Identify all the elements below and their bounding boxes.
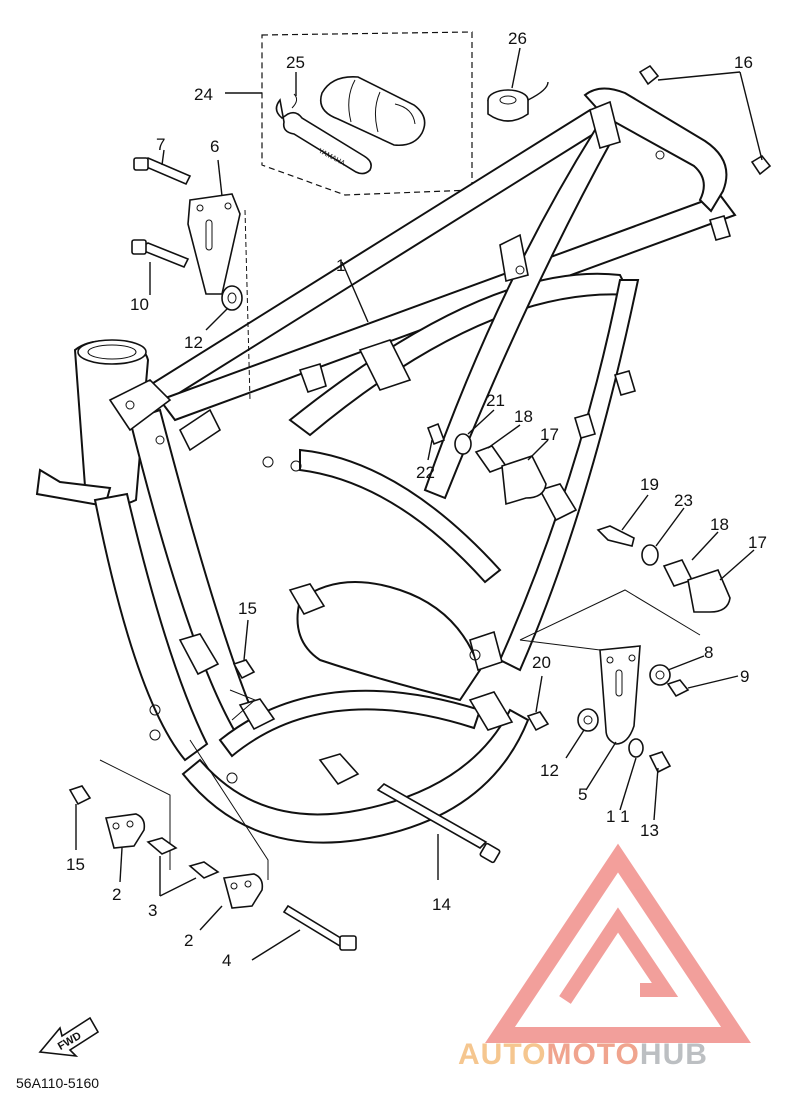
bolt-14 — [376, 783, 501, 880]
watermark-logo: AUTOMOTOHUB — [458, 843, 751, 1071]
label-25: 25 — [286, 53, 305, 72]
label-5: 5 — [578, 785, 587, 804]
label-11: 1 1 — [606, 807, 630, 826]
label-21: 21 — [486, 391, 505, 410]
brand-part-auto: AUTO — [458, 1038, 546, 1071]
bottom-cradle — [181, 708, 530, 844]
brand-part-hub: HUB — [640, 1038, 708, 1071]
diagram-code: 56A110-5160 — [16, 1075, 99, 1091]
hardware-8-9 — [649, 655, 739, 698]
label-18a: 18 — [514, 407, 533, 426]
label-22: 22 — [416, 463, 435, 482]
lower-brackets — [99, 739, 269, 931]
watermark-text: AUTOMOTOHUB — [458, 1038, 708, 1071]
nuts-15 — [68, 619, 256, 850]
label-3: 3 — [148, 901, 157, 920]
frame-caps — [638, 64, 772, 176]
label-17a: 17 — [540, 425, 559, 444]
swingarm-pivot-plate — [296, 581, 482, 702]
washer-12-upper — [205, 285, 243, 331]
label-20: 20 — [532, 653, 551, 672]
brand-part-moto: MOTO — [546, 1038, 639, 1071]
label-7: 7 — [156, 135, 165, 154]
label-10: 10 — [130, 295, 149, 314]
main-frame — [35, 87, 737, 844]
hardware-11-12-13 — [565, 708, 672, 821]
label-16: 16 — [734, 53, 753, 72]
label-19: 19 — [640, 475, 659, 494]
label-12b: 12 — [540, 761, 559, 780]
label-18b: 18 — [710, 515, 729, 534]
rear-down-tube — [498, 279, 640, 672]
label-2a: 2 — [112, 885, 121, 904]
top-rail-right — [158, 193, 737, 422]
down-tube — [93, 492, 209, 762]
label-4: 4 — [222, 951, 231, 970]
bolt-10 — [131, 239, 190, 295]
rear-loop — [583, 87, 728, 213]
damper-set-lower — [596, 494, 755, 613]
label-14: 14 — [432, 895, 451, 914]
bolt-4 — [251, 904, 357, 961]
label-12a: 12 — [184, 333, 203, 352]
tool-bag — [319, 76, 426, 147]
watermark-triangle — [485, 843, 751, 1043]
label-23: 23 — [674, 491, 693, 510]
label-17b: 17 — [748, 533, 767, 552]
label-13: 13 — [640, 821, 659, 840]
watermark-inner-mark — [559, 907, 679, 1004]
bolts-3 — [146, 837, 220, 897]
label-6: 6 — [210, 137, 219, 156]
tool-kit-dashed-box — [261, 31, 473, 196]
label-15b: 15 — [238, 599, 257, 618]
leader-26 — [511, 47, 521, 89]
cable-clamp-part — [487, 47, 549, 122]
bolt-7 — [133, 149, 192, 186]
leader-1 — [341, 261, 369, 323]
label-15a: 15 — [66, 855, 85, 874]
label-2b: 2 — [184, 931, 193, 950]
label-8: 8 — [704, 643, 713, 662]
label-9: 9 — [740, 667, 749, 686]
tool-kit-group: YAMAHA — [225, 31, 473, 196]
fwd-arrow: FWD — [38, 1016, 100, 1058]
label-1: 1 — [336, 256, 345, 275]
engine-bracket-upper — [187, 159, 251, 401]
spanner-wrench — [275, 93, 372, 175]
nut-20 — [526, 675, 550, 732]
engine-bracket-rear — [519, 589, 701, 791]
label-26: 26 — [508, 29, 527, 48]
label-24: 24 — [194, 85, 213, 104]
damper-set-upper — [426, 409, 549, 506]
